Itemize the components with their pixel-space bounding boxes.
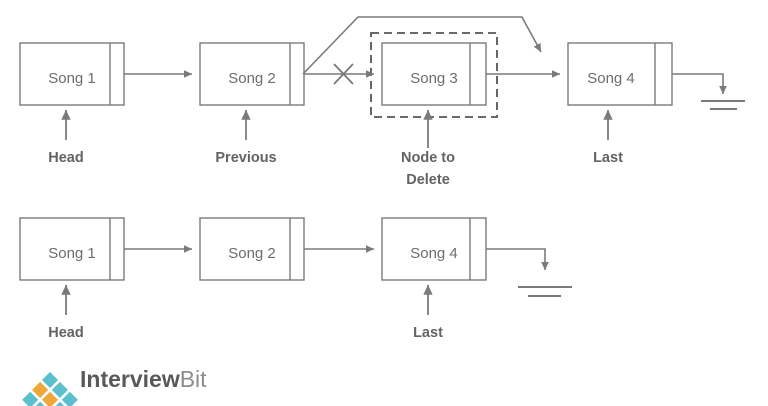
pointer-previous-row1: Previous: [215, 109, 277, 166]
node-r1n1[interactable]: Song 1: [19, 42, 125, 106]
pointer-label-last: Last: [593, 150, 623, 166]
pointer-label-previous: Previous: [215, 150, 276, 166]
pointer-label-node-to-delete-line2: Delete: [406, 172, 450, 188]
node-r1n4[interactable]: Song 4: [567, 42, 673, 106]
pointer-head-row2: Head: [48, 284, 84, 341]
node-label: Song 4: [410, 245, 458, 262]
node-r2n1[interactable]: Song 1: [19, 217, 125, 281]
bypass-link-r1n2-to-r1n4: [302, 16, 542, 75]
null-terminator-row2: [486, 248, 572, 297]
node-r2n3[interactable]: Song 4: [381, 217, 487, 281]
node-box: [381, 42, 487, 106]
pointer-label-last: Last: [413, 325, 443, 341]
node-box: [381, 217, 487, 281]
node-label: Song 1: [48, 245, 96, 262]
node-label: Song 4: [587, 70, 635, 87]
node-r2n2[interactable]: Song 2: [199, 217, 305, 281]
null-terminator-row1: [672, 73, 745, 110]
node-label: Song 1: [48, 70, 96, 87]
logo-diamond-mark-icon: [19, 369, 81, 406]
node-box: [199, 42, 305, 106]
logo-wordmark: InterviewBit: [80, 366, 207, 392]
link-break-x-icon: [333, 63, 354, 85]
node-r1n2[interactable]: Song 2: [199, 42, 305, 106]
node-label: Song 2: [228, 70, 276, 87]
node-box: [19, 42, 125, 106]
pointer-label-head: Head: [48, 325, 83, 341]
logo-word-bit: Bit: [180, 366, 207, 392]
pointer-label-node-to-delete-line1: Node to: [401, 150, 455, 166]
node-label: Song 2: [228, 245, 276, 262]
node-box: [19, 217, 125, 281]
pointer-head-row1: Head: [48, 109, 84, 166]
node-box: [199, 217, 305, 281]
node-label: Song 3: [410, 70, 458, 87]
pointer-node-to-delete: Node to Delete: [401, 109, 455, 188]
pointer-last-row2: Last: [413, 284, 443, 341]
logo-word-interview: Interview: [80, 366, 180, 392]
node-r1n3[interactable]: Song 3: [381, 42, 487, 106]
pointer-last-row1: Last: [593, 109, 623, 166]
pointer-label-head: Head: [48, 150, 83, 166]
interviewbit-logo[interactable]: InterviewBit: [19, 366, 207, 406]
